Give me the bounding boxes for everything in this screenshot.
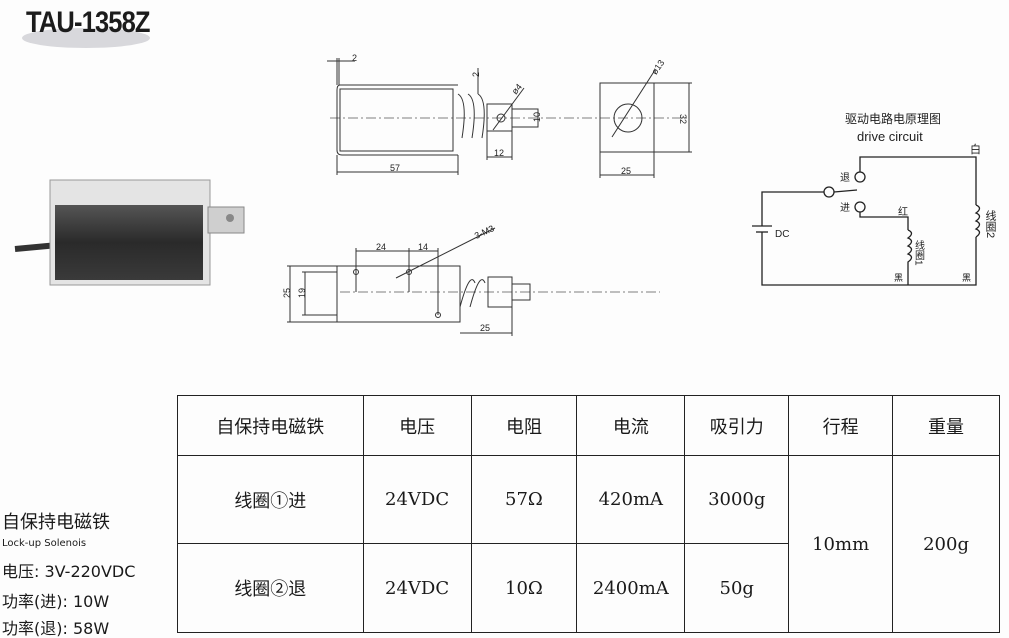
cell-force: 50g — [684, 543, 790, 633]
holes-label: 3-M3 — [473, 223, 496, 241]
cell-coil: 线圈②退 — [177, 543, 364, 633]
spec-table: 自保持电磁铁 电压 电阻 电流 吸引力 行程 重量 线圈①进 24VDC 57Ω… — [177, 395, 1000, 633]
cell-voltage: 24VDC — [362, 455, 472, 544]
cell-resistance: 57Ω — [470, 455, 578, 544]
header-cell: 电流 — [576, 395, 686, 456]
model-title: TAU-1358Z — [26, 6, 151, 39]
spec-power-out: 功率(退): 58W — [2, 619, 110, 638]
header-cell: 重量 — [892, 395, 1000, 456]
cell-stroke: 10mm — [788, 455, 894, 633]
cell-current: 420mA — [576, 455, 686, 544]
label-black-1: 黑 — [894, 273, 903, 283]
label-coil-1: 线圈1 — [913, 239, 925, 266]
table-row: 线圈②退 24VDC 10Ω 2400mA 50g — [177, 543, 1000, 633]
spec-power-in: 功率(进): 10W — [2, 592, 110, 611]
label-black-2: 黑 — [962, 273, 971, 283]
header-cell: 吸引力 — [684, 395, 790, 456]
label-retract: 退 — [840, 172, 850, 184]
dim-pin-h: 10 — [532, 112, 542, 122]
label-dc: DC — [775, 229, 789, 240]
dim-dia: ø13 — [649, 58, 666, 76]
dim-pin-dia: ø4 — [510, 82, 524, 96]
dim-b: 14 — [418, 242, 428, 252]
label-coil-2: 线圈2 — [984, 209, 997, 238]
label-advance: 进 — [840, 202, 850, 214]
header-cell: 自保持电磁铁 — [177, 395, 364, 456]
cell-current: 2400mA — [576, 543, 686, 633]
circuit-title-en: drive circuit — [857, 129, 923, 144]
dim-h: 25 — [282, 288, 292, 298]
product-photo — [14, 179, 245, 286]
plunger — [207, 206, 245, 234]
cell-force: 3000g — [684, 455, 790, 544]
circuit-title-cn: 驱动电路电原理图 — [845, 111, 941, 126]
label-white: 白 — [970, 142, 981, 156]
cell-voltage: 24VDC — [362, 543, 472, 633]
dim-pin-len: 12 — [494, 148, 504, 158]
drive-circuit: 驱动电路电原理图 drive circuit 白 DC 退 进 红 黑 黑 线圈… — [752, 111, 997, 286]
coil-body — [55, 205, 203, 280]
dim-width: 25 — [621, 166, 631, 176]
table-row: 线圈①进 24VDC 57Ω 420mA 3000g 10mm 200g — [177, 455, 1000, 633]
spec-voltage: 电压: 3V-220VDC — [2, 562, 136, 581]
bottom-view: 24 14 3-M3 25 19 25 — [282, 223, 660, 336]
label-red: 红 — [898, 205, 908, 218]
side-view: 2 2 57 ø4 10 12 — [327, 53, 690, 175]
dimension-drawings: 2 2 57 ø4 10 12 ø13 32 25 24 14 3-M3 25 … — [282, 53, 692, 336]
table-header-row: 自保持电磁铁 电压 电阻 电流 吸引力 行程 重量 — [177, 395, 1000, 456]
header-cell: 电压 — [362, 395, 472, 456]
dim-flange: 2 — [471, 72, 481, 77]
header-cell: 电阻 — [470, 395, 578, 456]
product-name-cn: 自保持电磁铁 — [2, 512, 110, 533]
dim-length: 57 — [390, 163, 400, 173]
dim-height: 32 — [678, 114, 688, 124]
dim-h2: 19 — [297, 288, 307, 298]
product-name-en: Lock-up Solenois — [2, 538, 87, 549]
dim-stroke: 25 — [480, 323, 490, 333]
dim-top: 2 — [352, 53, 357, 63]
header-cell: 行程 — [788, 395, 894, 456]
cell-coil: 线圈①进 — [177, 455, 364, 544]
dim-a: 24 — [376, 242, 386, 252]
logo-backdrop — [22, 28, 150, 48]
cell-weight: 200g — [892, 455, 1000, 633]
cell-resistance: 10Ω — [470, 543, 578, 633]
